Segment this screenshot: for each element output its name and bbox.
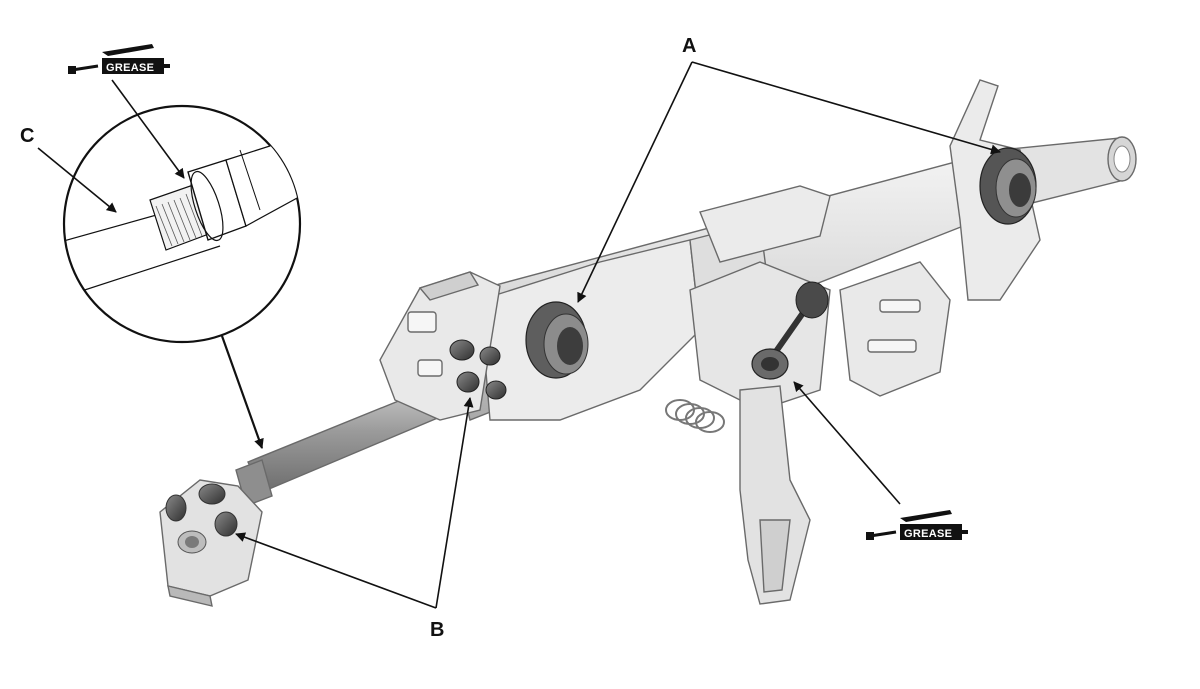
grease-label: GREASE	[904, 528, 952, 540]
tilt-bracket	[689, 185, 831, 411]
upper-bearing	[979, 147, 1037, 225]
grease-label: GREASE	[106, 62, 154, 74]
tilt-bolt	[751, 281, 829, 380]
callout-c: C	[20, 125, 34, 147]
middle-bearing	[525, 301, 589, 379]
tilt-lever	[739, 385, 811, 605]
pivot-bushings	[449, 339, 507, 400]
grease-icon: GREASE	[68, 44, 170, 74]
left-mounting-bracket	[379, 271, 501, 421]
callout-a: A	[682, 35, 696, 57]
leader-lines	[37, 61, 1001, 609]
universal-joint-yoke	[159, 479, 263, 607]
tilt-spring	[665, 399, 725, 433]
callout-b: B	[430, 619, 444, 641]
grease-icon: GREASE	[866, 510, 968, 540]
steering-column-assembly	[159, 79, 1137, 607]
detail-view-circle	[62, 104, 302, 344]
